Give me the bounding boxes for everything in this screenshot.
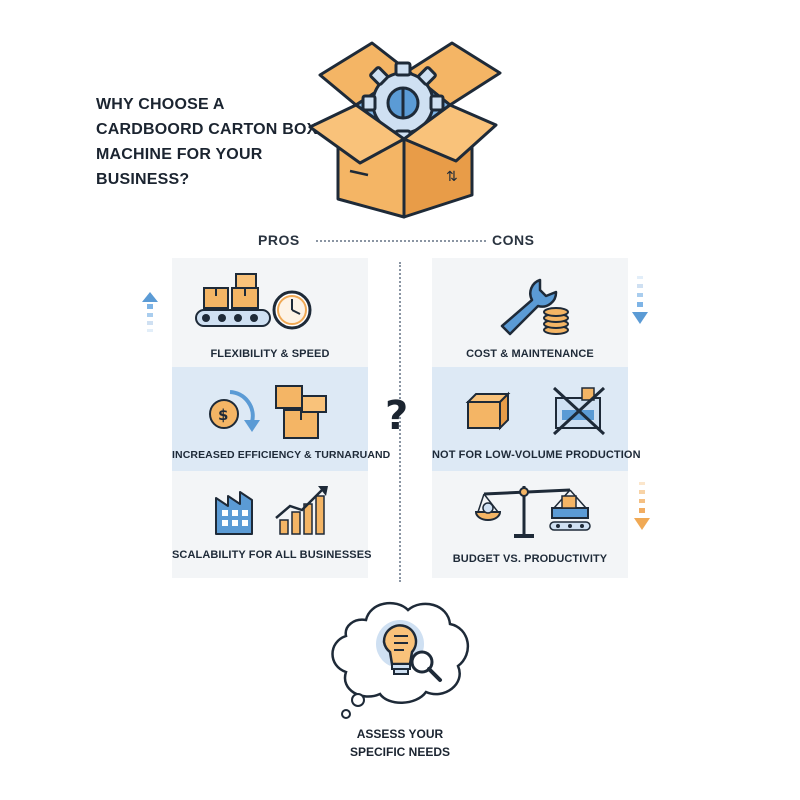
cons-item-2-icon [474,486,591,538]
header-dotted-divider [316,240,486,242]
pros-item-0-label: FLEXIBILITY & SPEED [210,348,330,360]
down-arrow-orange-icon [634,482,650,530]
down-arrow-blue-icon [632,276,648,324]
question-mark-icon: ? [385,393,409,439]
cons-item-1-icon [465,386,606,436]
svg-text:⇅: ⇅ [446,169,458,185]
thought-bubble-icon [331,601,470,719]
up-arrow-icon [142,292,158,332]
page-title: WHY CHOOSE A CARDBOORD CARTON BOX MACHIN… [96,96,318,188]
svg-text:$: $ [218,406,228,424]
lightbulb-magnifier-icon [376,620,442,682]
center-dotted-divider [399,262,401,582]
pros-item-2-icon [215,486,328,535]
cons-item-0-icon [500,278,569,336]
cons-item-0-label: COST & MAINTENANCE [466,348,594,360]
pros-item-1-label: INCREASED EFFICIENCY & TURNARUAND [172,449,391,461]
pros-item-2-label: SCALABILITY FOR ALL BUSINESSES [172,549,372,561]
open-box-gear-icon: ⇅ [308,41,502,219]
pros-item-0-icon [195,273,312,330]
cons-heading: CONS [492,232,535,248]
assess-needs-text: ASSESS YOUR SPECIFIC NEEDS [349,727,451,759]
pros-item-1-icon: $ [209,385,327,439]
pros-heading: PROS [258,232,300,248]
cons-item-2-label: BUDGET VS. PRODUCTIVITY [452,553,608,565]
cons-item-1-label: NOT FOR LOW-VOLUME PRODUCTION [432,449,641,461]
